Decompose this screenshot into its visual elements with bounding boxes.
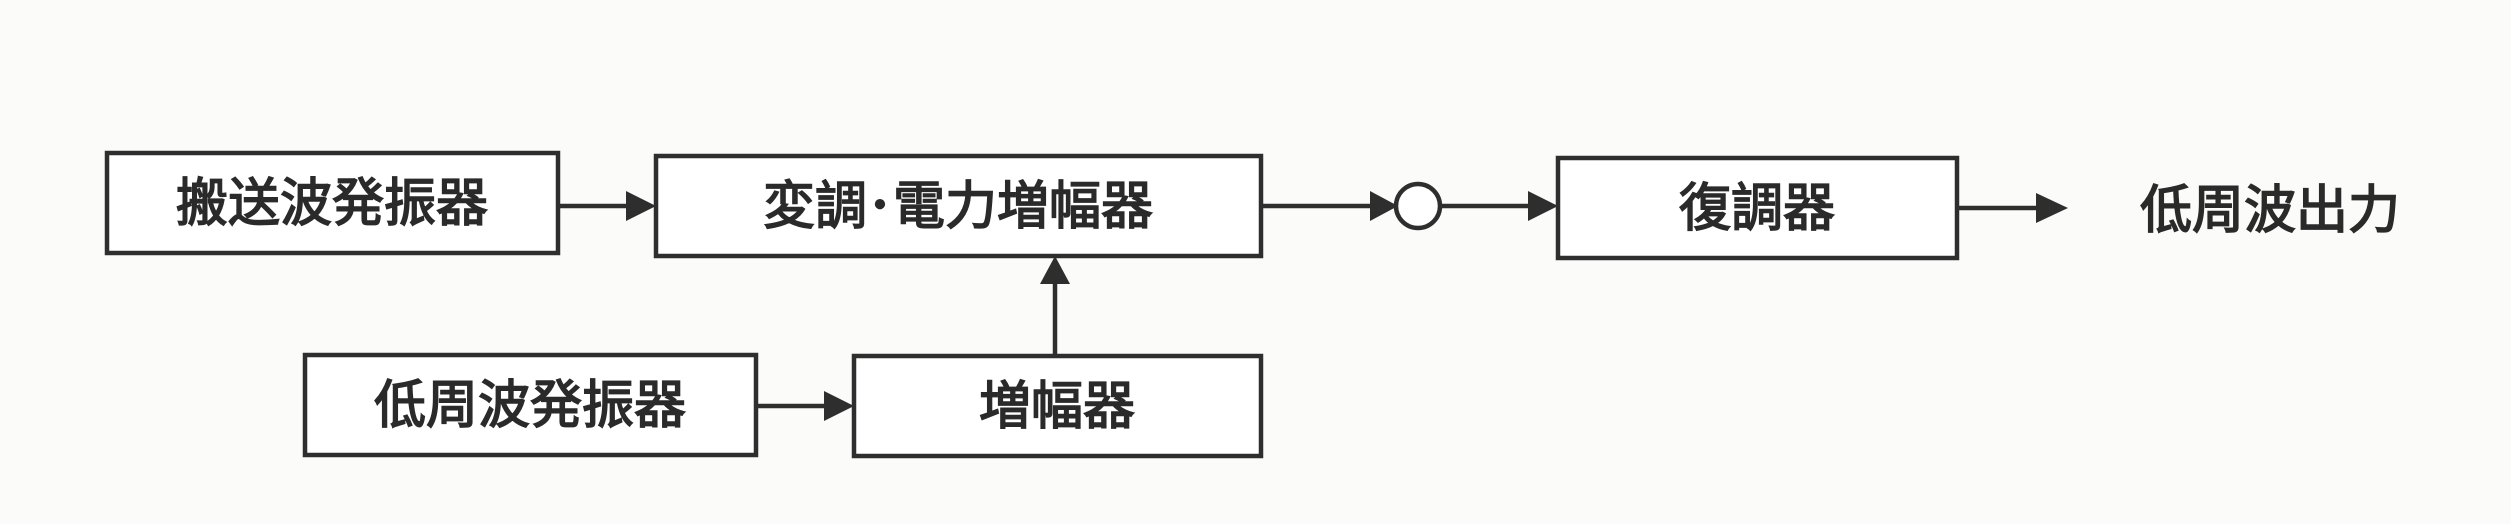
lf-output-label: 低周波出力 <box>2140 181 2400 241</box>
arrow-amplifier-to-modulator <box>1040 256 1070 356</box>
lf-oscillator-block: 低周波発振器 <box>302 352 759 458</box>
carrier-oscillator-label: 搬送波発振器 <box>176 174 489 234</box>
arrow-lf-oscillator-to-amplifier <box>756 391 854 421</box>
carrier-oscillator-block: 搬送波発振器 <box>104 150 561 256</box>
arrow-demodulator-to-output <box>1957 193 2068 223</box>
arrow-node-to-demodulator <box>1440 191 1558 221</box>
arrow-modulator-to-node <box>1261 191 1398 221</box>
amplifier-block: 増幅器 <box>851 353 1264 459</box>
lf-oscillator-label: 低周波発振器 <box>374 376 687 436</box>
modulator-power-amp-block: 変調･電力増幅器 <box>653 153 1264 259</box>
modulator-power-amp-label: 変調･電力増幅器 <box>763 177 1154 237</box>
amplifier-label: 増幅器 <box>979 377 1136 437</box>
demodulator-label: 復調器 <box>1678 179 1836 239</box>
transmission-node <box>1393 181 1443 231</box>
demodulator-block: 復調器 <box>1555 155 1960 261</box>
arrow-carrier-to-modulator <box>558 191 656 221</box>
